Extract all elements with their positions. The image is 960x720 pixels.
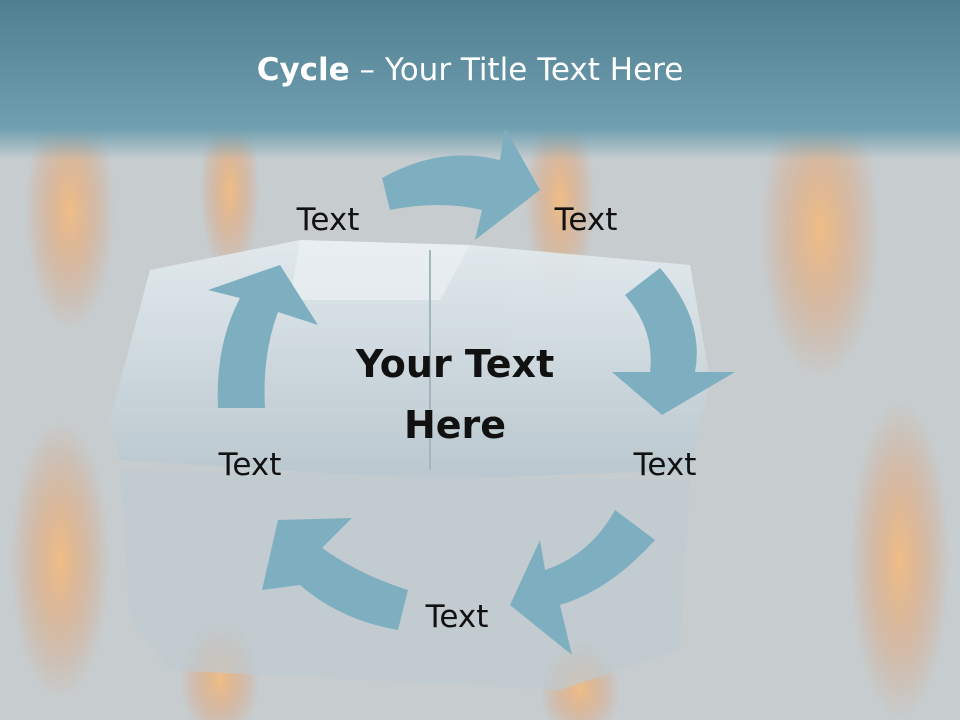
header-band [0, 0, 960, 160]
title-bold: Cycle [256, 52, 350, 88]
arrow-bottom-left [262, 518, 408, 630]
arrow-left [208, 265, 318, 408]
arrow-right [612, 268, 735, 415]
title-rest: – Your Title Text Here [349, 52, 684, 88]
center-text: Your Text Here [355, 342, 555, 447]
cycle-arrows [208, 128, 735, 655]
arrow-bottom-right [510, 510, 655, 655]
arrow-top [382, 128, 540, 240]
cycle-node-label-top-left: Text [296, 202, 360, 238]
slide-title: Cycle – Your Title Text Here [0, 52, 940, 88]
cycle-node-label-right: Text [633, 447, 697, 483]
ice-cube-image [110, 240, 710, 690]
cycle-node-label-bottom: Text [425, 599, 489, 635]
cycle-node-label-left: Text [218, 447, 282, 483]
cycle-node-label-top-right: Text [554, 202, 618, 238]
